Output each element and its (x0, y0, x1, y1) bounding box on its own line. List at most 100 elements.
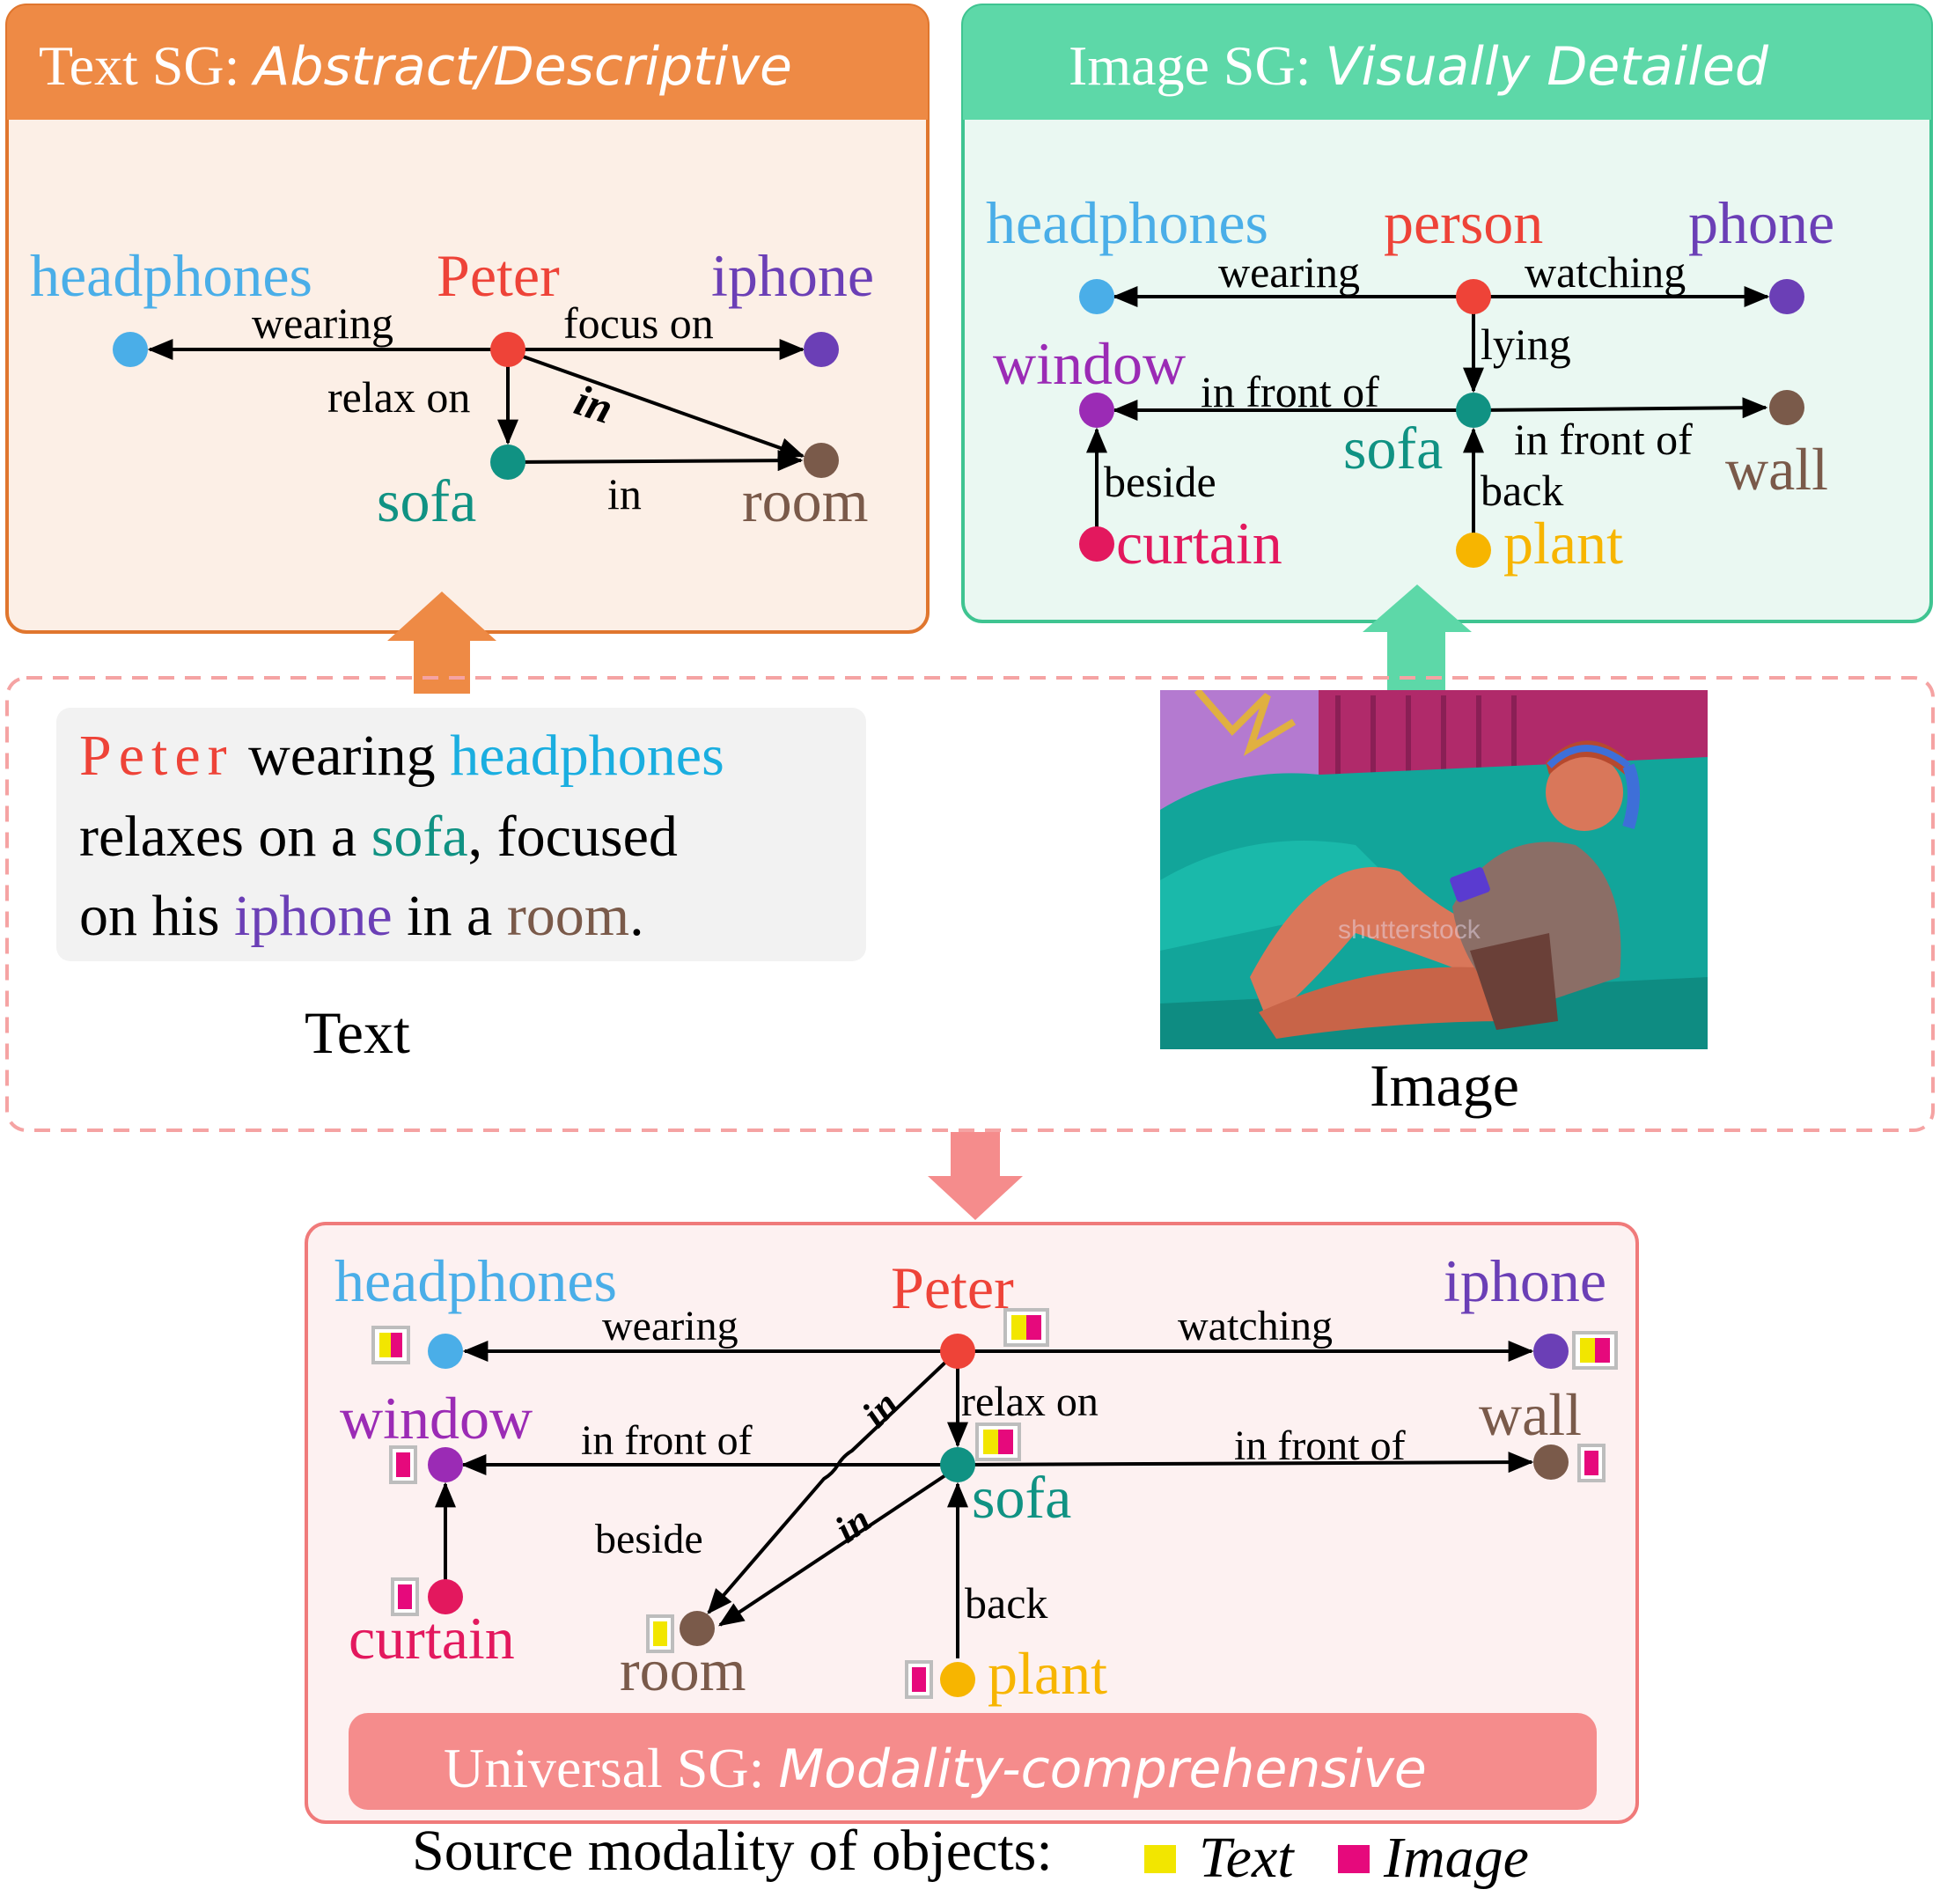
image-sg-header (963, 5, 1931, 120)
label-iphone: iphone (711, 242, 874, 309)
marker-peter (1003, 1308, 1049, 1347)
edge-label-watching: watching (1178, 1303, 1333, 1349)
label-room: room (620, 1636, 746, 1703)
legend-image-label: Image (1383, 1826, 1529, 1890)
node-room (804, 443, 839, 478)
input-photo: shutterstock (1160, 690, 1708, 1049)
legend-text-swatch (1144, 1845, 1176, 1873)
label-window: window (340, 1385, 533, 1452)
label-wall: wall (1725, 436, 1828, 503)
edge-label-wearing: wearing (1218, 247, 1360, 297)
edge-label-beside: beside (595, 1516, 703, 1562)
node-sofa (1456, 393, 1491, 428)
arrow-text-to-text-sg (387, 592, 496, 694)
text-caption: Text (305, 999, 410, 1066)
node-peter (940, 1334, 975, 1369)
legend-image-swatch (1338, 1845, 1370, 1873)
edge-label-back: back (965, 1578, 1047, 1628)
label-plant: plant (988, 1640, 1107, 1707)
edge-label-back: back (1481, 466, 1563, 515)
edge-sofa-room (510, 450, 804, 472)
node-plant (1456, 533, 1491, 568)
universal-sg-panel: Universal SG: Modality-comprehensive (305, 1222, 1639, 1824)
text-sg-panel: Text SG: Abstract/Descriptive headphones… (5, 4, 930, 634)
universal-sg-header (349, 1713, 1597, 1810)
label-sofa: sofa (1343, 415, 1443, 482)
edge-label-in-front-of-window: in front of (1201, 367, 1379, 416)
label-peter: Peter (437, 242, 560, 309)
marker-curtain (391, 1577, 419, 1616)
node-headphones (428, 1334, 463, 1369)
arrow-to-universal-sg (928, 1132, 1023, 1220)
marker-window (389, 1445, 417, 1484)
image-caption: Image (1370, 1052, 1519, 1119)
marker-headphones (371, 1326, 410, 1364)
marker-sofa (975, 1422, 1021, 1461)
sentence-text: Peter wearing headphones relaxes on a so… (79, 724, 739, 948)
label-headphones: headphones (30, 242, 312, 309)
text-sg-header (7, 5, 928, 120)
label-curtain: curtain (349, 1605, 515, 1672)
label-sofa: sofa (377, 467, 476, 534)
label-headphones: headphones (986, 189, 1268, 256)
input-dashed-box (5, 676, 1935, 1132)
node-peter (490, 332, 525, 367)
universal-sg-title: Universal SG: Modality-comprehensive (444, 1737, 1427, 1800)
edge-label-in-front-of-window: in front of (581, 1417, 753, 1464)
node-headphones (113, 332, 148, 367)
image-sg-title: Image SG: Visually Detailed (1069, 34, 1769, 98)
edge-label-relax-on: relax on (327, 372, 470, 422)
label-curtain: curtain (1116, 510, 1282, 577)
label-peter: Peter (891, 1254, 1014, 1321)
node-curtain (428, 1579, 463, 1614)
label-headphones: headphones (334, 1247, 617, 1314)
node-window (428, 1447, 463, 1482)
node-window (1079, 393, 1114, 428)
label-room: room (742, 467, 869, 534)
edge-label-watching: watching (1525, 247, 1686, 297)
node-room (680, 1611, 715, 1646)
edge-label-focus-on: focus on (563, 298, 714, 348)
edge-label-in-front-of-wall: in front of (1234, 1422, 1406, 1469)
legend-text-label: Text (1199, 1826, 1295, 1890)
edge-label-beside: beside (1104, 457, 1216, 506)
node-curtain (1079, 526, 1114, 562)
node-wall (1769, 390, 1804, 425)
edge-sofa-wall (1476, 397, 1768, 419)
edge-label-wearing: wearing (602, 1303, 739, 1349)
edge-label-in: in (607, 469, 642, 518)
legend-label: Source modality of objects: (412, 1819, 1053, 1883)
edge-peter-room (510, 350, 805, 459)
edge-sofa-room (718, 1470, 952, 1627)
label-plant: plant (1503, 510, 1623, 577)
node-headphones (1079, 279, 1114, 314)
input-panel: Peter wearing headphones relaxes on a so… (5, 676, 1935, 1132)
photo-watermark: shutterstock (1338, 915, 1481, 945)
edge-label-lying: lying (1481, 320, 1571, 369)
edge-label-wearing: wearing (252, 298, 393, 348)
label-iphone: iphone (1444, 1247, 1606, 1314)
text-input-box (56, 708, 866, 961)
node-wall (1533, 1445, 1569, 1480)
label-person: person (1384, 189, 1543, 256)
node-sofa (490, 445, 525, 480)
label-sofa: sofa (972, 1464, 1071, 1531)
edge-label-in-front-of-wall: in front of (1514, 415, 1693, 464)
marker-room (646, 1614, 674, 1653)
edge-sofa-wall (960, 1452, 1534, 1474)
legend: Source modality of objects: Text Image (412, 1819, 1529, 1890)
text-sg-title: Text SG: Abstract/Descriptive (39, 34, 792, 98)
label-wall: wall (1479, 1381, 1582, 1448)
node-person (1456, 279, 1491, 314)
node-iphone (804, 332, 839, 367)
node-plant (940, 1662, 975, 1697)
edge-peter-room (707, 1356, 952, 1614)
universal-sg-box (305, 1222, 1639, 1824)
marker-plant (905, 1660, 933, 1699)
node-iphone (1533, 1334, 1569, 1369)
label-phone: phone (1688, 189, 1834, 256)
node-sofa (940, 1447, 975, 1482)
node-phone (1769, 279, 1804, 314)
edge-label-relax-on: relax on (961, 1378, 1099, 1425)
